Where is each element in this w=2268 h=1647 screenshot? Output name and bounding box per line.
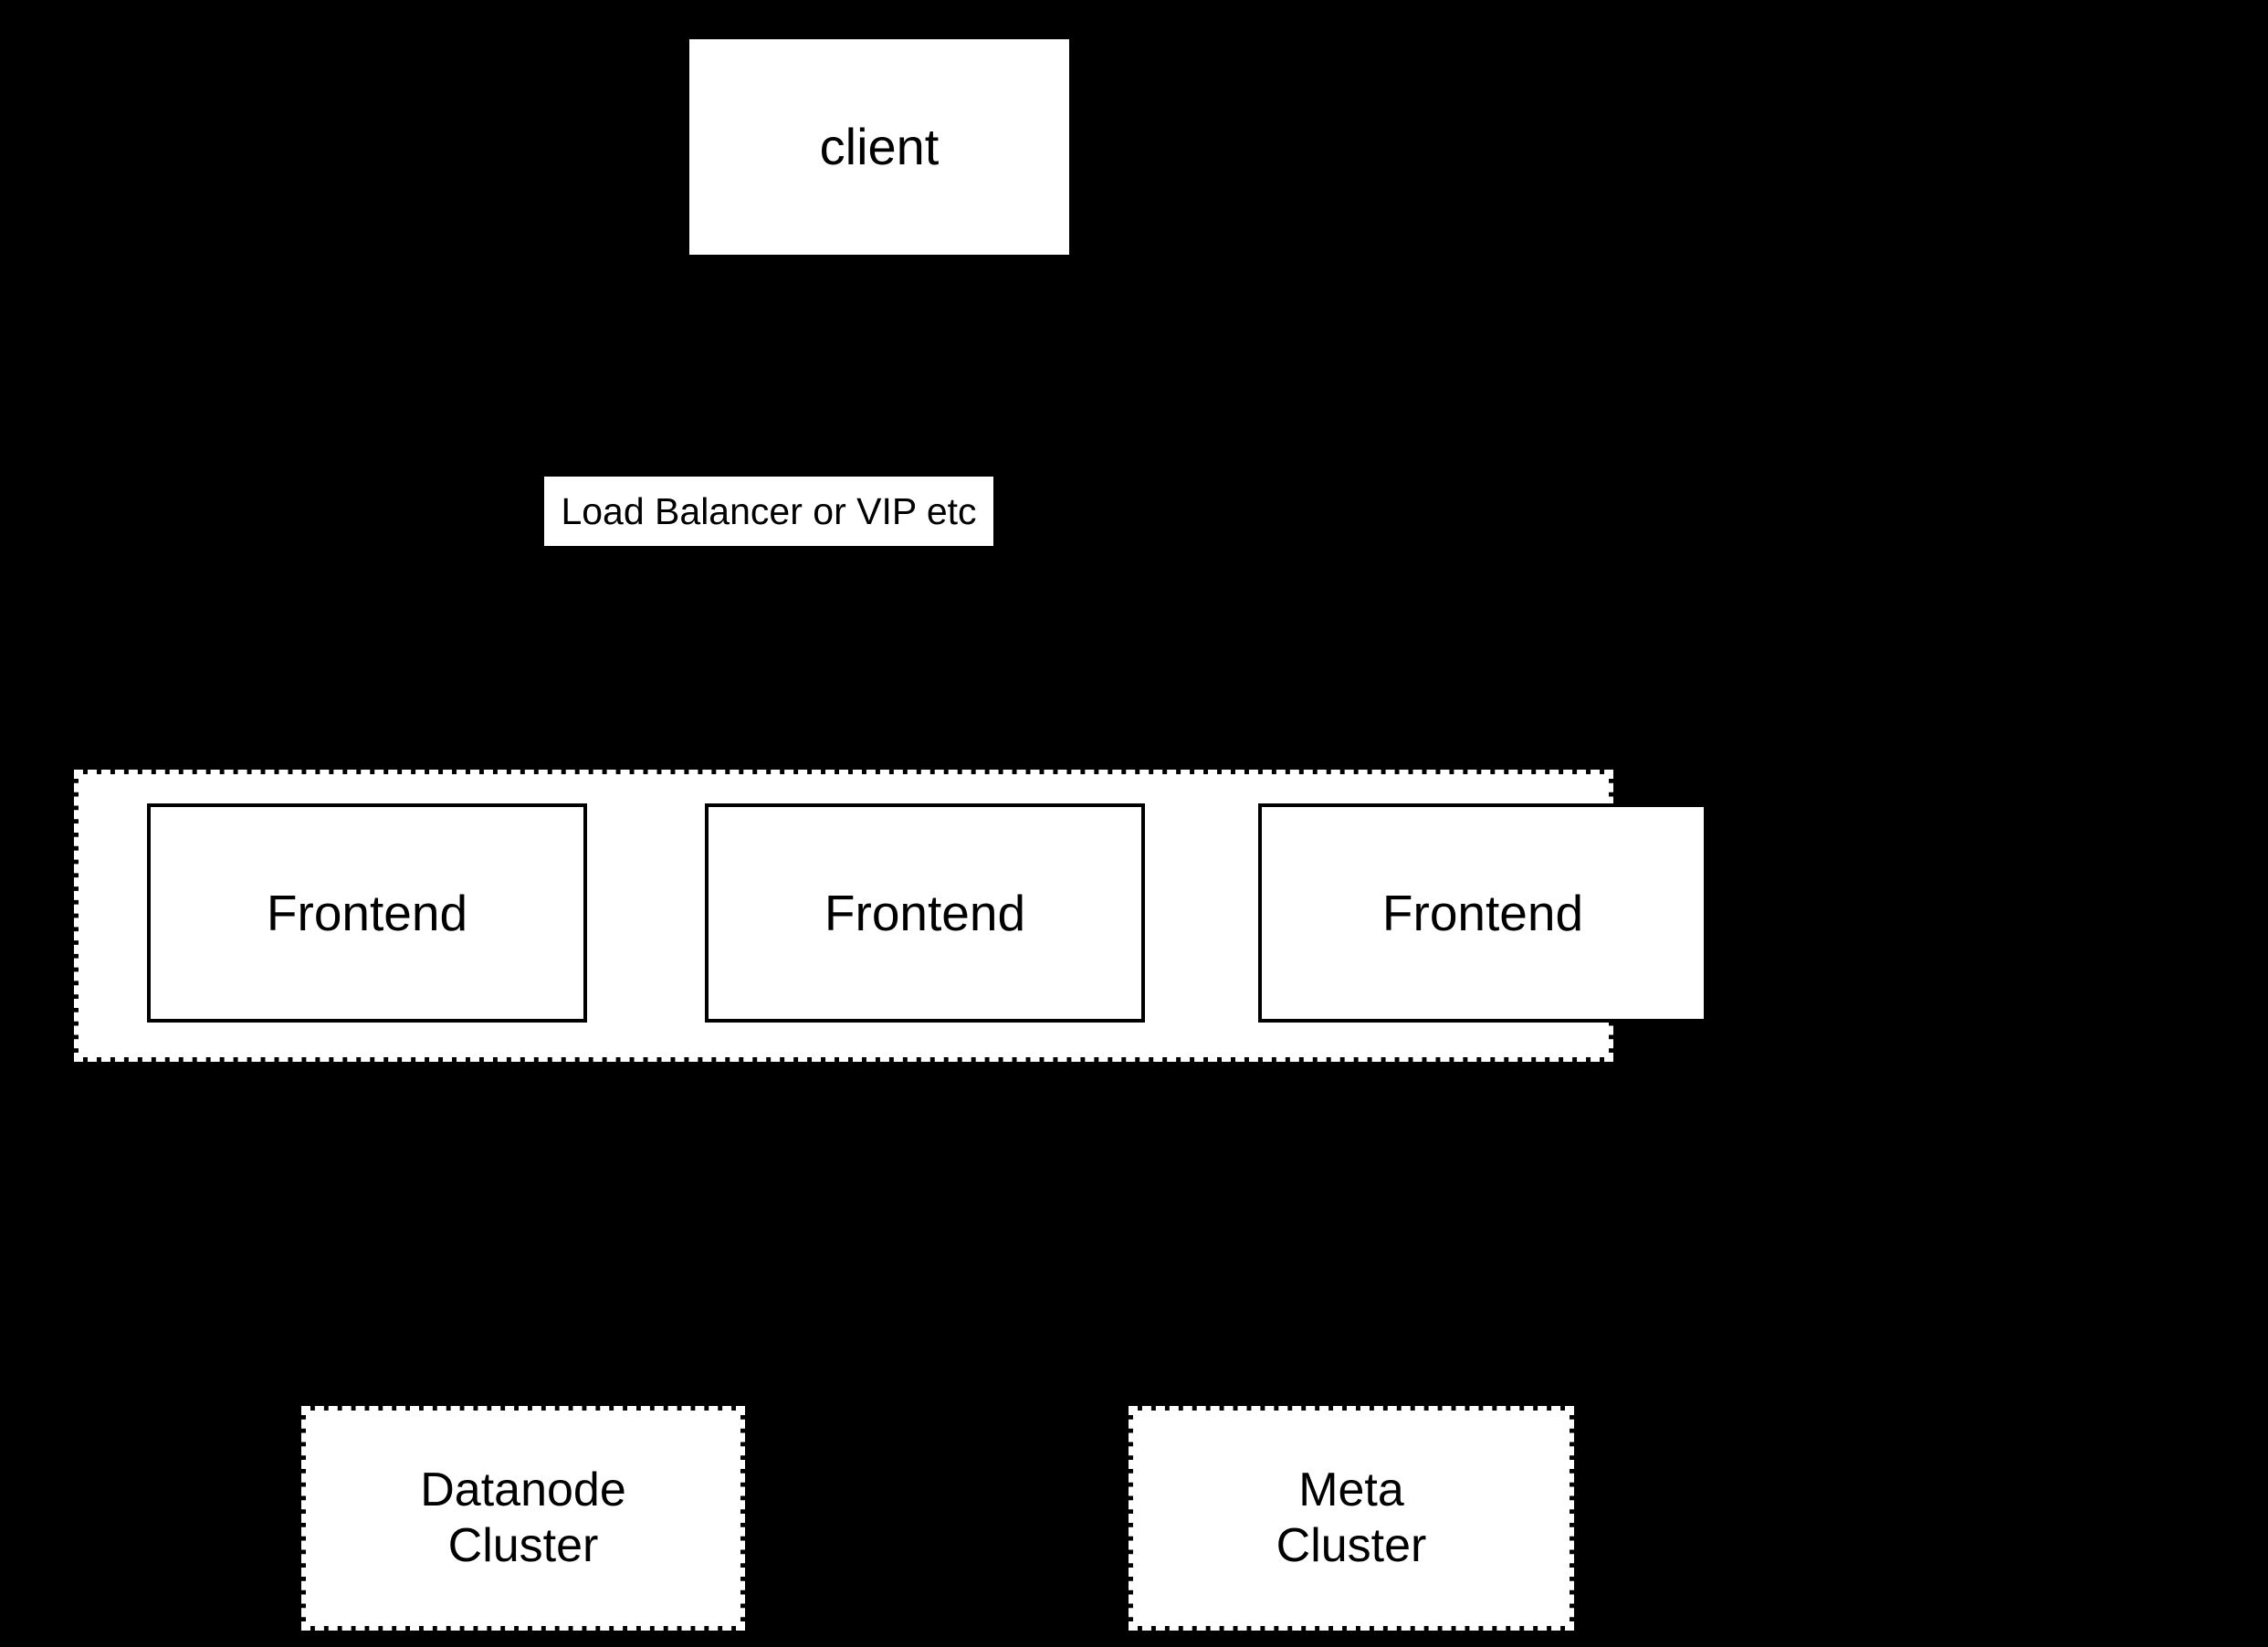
node-datanode-cluster-label: Datanode Cluster (420, 1463, 626, 1572)
node-meta-cluster-label: Meta Cluster (1276, 1463, 1427, 1572)
node-frontend-1[interactable]: Frontend (147, 803, 587, 1023)
node-frontend-3-label: Frontend (1381, 884, 1584, 941)
node-client[interactable]: client (689, 39, 1069, 255)
node-frontend-1-label: Frontend (266, 884, 468, 941)
node-datanode-cluster[interactable]: Datanode Cluster (301, 1406, 745, 1631)
node-meta-cluster[interactable]: Meta Cluster (1129, 1406, 1574, 1631)
node-frontend-3[interactable]: Frontend (1258, 803, 1707, 1023)
node-load-balancer[interactable]: Load Balancer or VIP etc (544, 477, 993, 546)
node-frontend-2-label: Frontend (824, 884, 1026, 941)
node-frontend-2[interactable]: Frontend (705, 803, 1145, 1023)
node-client-label: client (819, 117, 940, 175)
node-load-balancer-label: Load Balancer or VIP etc (561, 489, 977, 532)
